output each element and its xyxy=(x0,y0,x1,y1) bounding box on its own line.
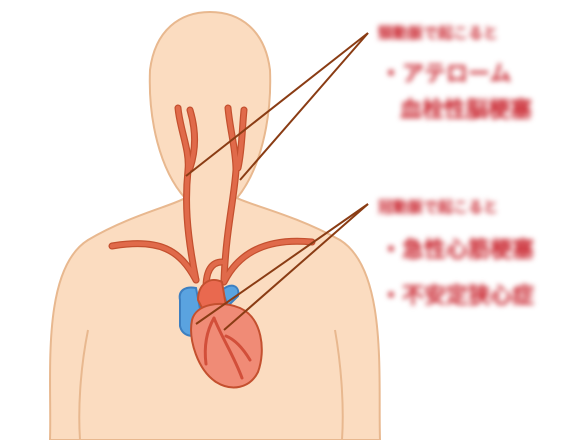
upper-item-1: ・アテローム xyxy=(380,56,511,88)
lower-item-1: ・急性心筋梗塞 xyxy=(380,232,534,264)
upper-item-2: 血栓性脳梗塞 xyxy=(400,92,532,124)
lower-item-2: ・不安定狭心症 xyxy=(380,278,534,310)
lower-caption: 冠動脈で起こると xyxy=(378,196,498,217)
upper-caption: 頸動脈で起こると xyxy=(378,22,498,43)
